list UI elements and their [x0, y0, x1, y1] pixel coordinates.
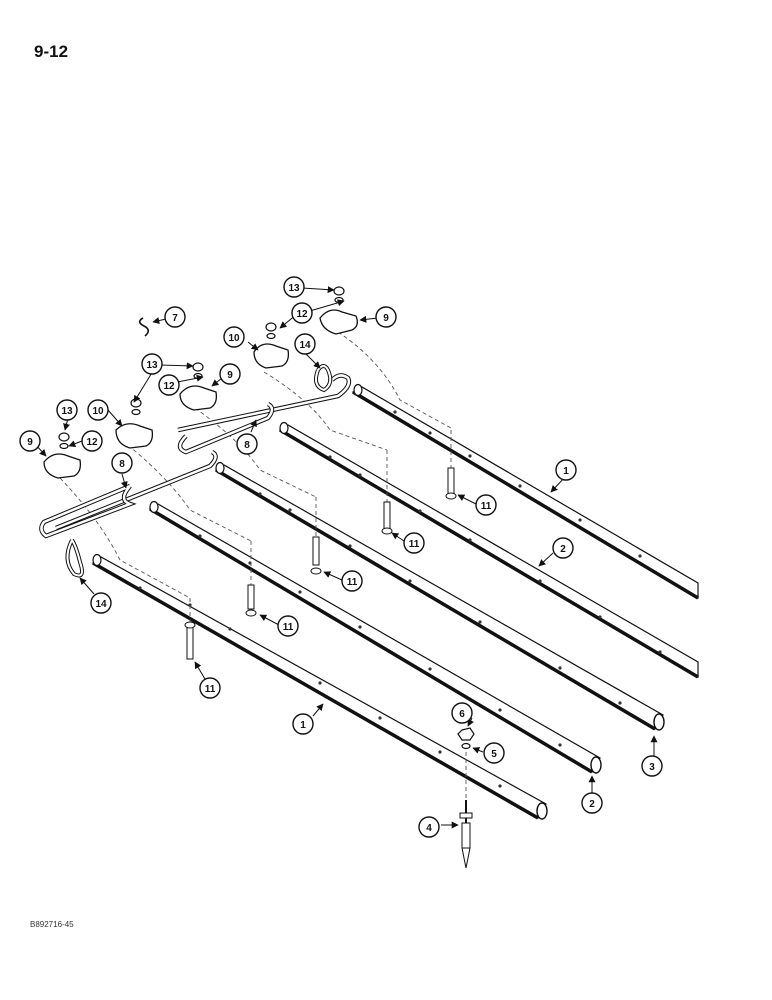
nut-6-washer-5 [457, 727, 475, 750]
svg-text:9: 9 [227, 370, 233, 381]
leader-lines [34, 286, 658, 829]
svg-text:1: 1 [300, 720, 306, 731]
callout-14-left: 14 [90, 592, 112, 614]
svg-text:8: 8 [244, 440, 250, 451]
svg-text:13: 13 [61, 406, 73, 417]
callout-1-front: 1 [292, 713, 314, 735]
callout-9-mid: 9 [219, 363, 241, 385]
callout-10-right: 10 [223, 326, 245, 348]
svg-text:13: 13 [146, 360, 158, 371]
callout-1-back: 1 [555, 459, 577, 481]
callout-12-right: 12 [291, 302, 313, 324]
tube-back-2 [278, 421, 699, 679]
svg-text:6: 6 [459, 709, 465, 720]
svg-text:10: 10 [92, 406, 104, 417]
svg-text:4: 4 [426, 823, 432, 834]
brackets [43, 309, 358, 479]
page-number: 9-12 [34, 42, 69, 61]
svg-text:11: 11 [347, 577, 358, 588]
callout-7: 7 [164, 306, 186, 328]
callout-13-mid: 13 [141, 353, 163, 375]
callout-8-right: 8 [236, 433, 258, 455]
callout-3: 3 [641, 755, 663, 777]
callout-12-left: 12 [81, 430, 103, 452]
svg-text:3: 3 [649, 762, 655, 773]
svg-text:12: 12 [86, 437, 98, 448]
tube-holes [138, 410, 662, 788]
callout-12-mid: 12 [158, 374, 180, 396]
callout-4: 4 [418, 816, 440, 838]
svg-text:2: 2 [589, 799, 595, 810]
callout-13-right: 13 [283, 276, 305, 298]
connecting-rods [39, 373, 352, 539]
callout-6: 6 [451, 702, 473, 724]
svg-text:10: 10 [228, 333, 240, 344]
svg-text:8: 8 [119, 459, 125, 470]
callout-2-back: 2 [552, 537, 574, 559]
callout-11-c: 11 [341, 570, 363, 592]
svg-text:2: 2 [560, 544, 566, 555]
callout-11-d: 11 [277, 615, 299, 637]
svg-text:12: 12 [163, 381, 175, 392]
svg-text:11: 11 [283, 622, 294, 633]
svg-text:5: 5 [491, 749, 497, 760]
tube-front-2 [148, 500, 602, 774]
svg-text:12: 12 [296, 309, 308, 320]
callout-14-right: 14 [294, 333, 316, 355]
bolts [184, 430, 457, 660]
svg-text:11: 11 [205, 684, 216, 695]
callout-9-right: 9 [375, 306, 397, 328]
svg-text:1: 1 [563, 466, 569, 477]
callout-13-left: 13 [56, 399, 78, 421]
callout-10-left: 10 [87, 399, 109, 421]
figure-reference-code: B892716-45 [30, 920, 74, 929]
callout-11-b: 11 [403, 532, 425, 554]
callout-2-front: 2 [581, 792, 603, 814]
tube-back-1 [351, 383, 699, 600]
callout-11-a: 11 [475, 494, 497, 516]
hooks [65, 317, 333, 578]
svg-text:14: 14 [299, 340, 311, 351]
svg-text:9: 9 [383, 313, 389, 324]
callout-9-left: 9 [19, 430, 41, 452]
svg-text:7: 7 [172, 313, 178, 324]
callout-5: 5 [483, 742, 505, 764]
spring-tine [459, 745, 473, 869]
callout-8-left: 8 [111, 452, 133, 474]
tube-center-3 [214, 461, 665, 731]
svg-text:13: 13 [288, 283, 300, 294]
callout-11-e: 11 [199, 677, 221, 699]
svg-text:11: 11 [409, 539, 420, 550]
svg-text:9: 9 [27, 437, 33, 448]
svg-text:11: 11 [481, 501, 492, 512]
tube-front-1 [91, 553, 548, 820]
svg-text:14: 14 [95, 599, 107, 610]
